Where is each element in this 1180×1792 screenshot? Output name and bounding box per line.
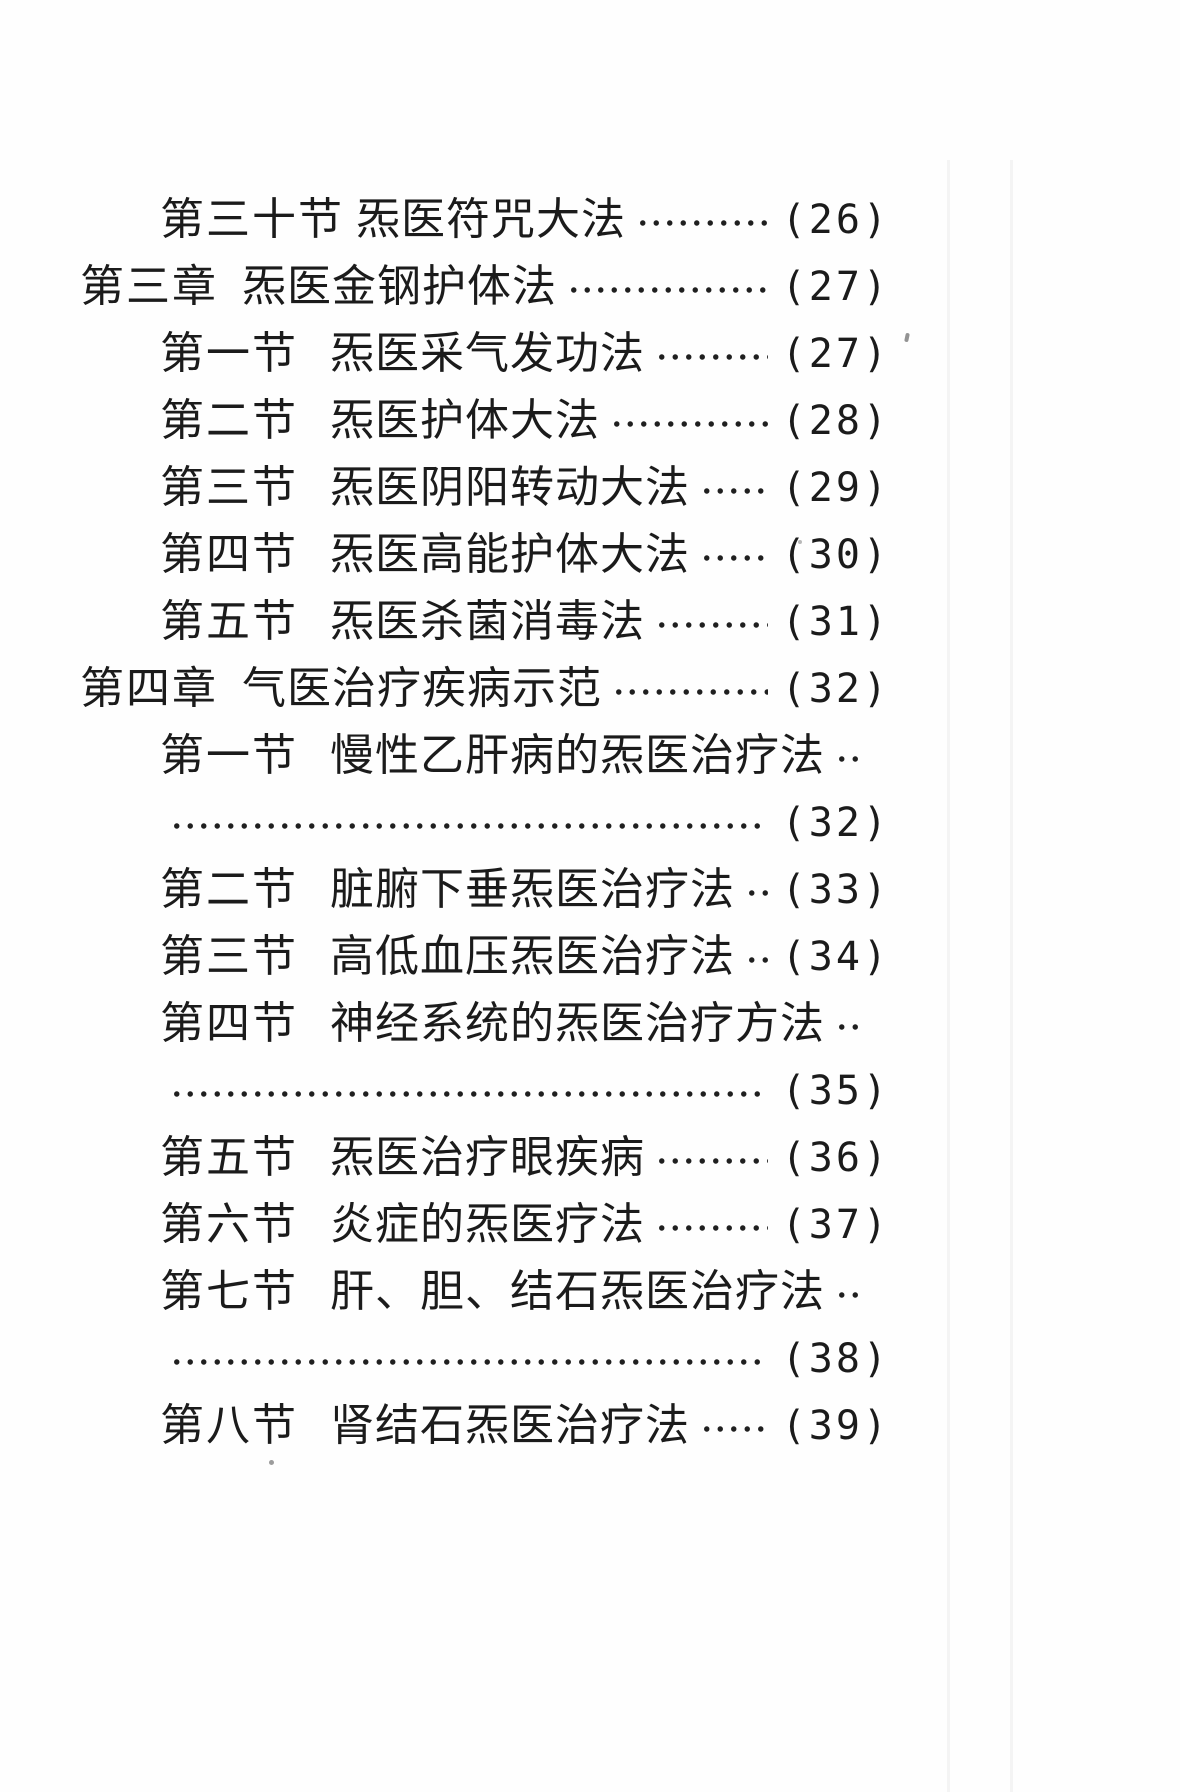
scan-speck: [904, 332, 910, 343]
toc-page-number: (37): [781, 1201, 890, 1248]
toc-entry-label: 第四节: [160, 529, 298, 579]
toc-entry-label: 第八节: [160, 1400, 298, 1450]
toc-page-number: (34): [781, 933, 890, 980]
toc-entry-label: 第三十节: [160, 194, 344, 244]
toc-entry-title: 炁医采气发功法: [330, 328, 645, 378]
toc-page-number: (31): [781, 598, 890, 645]
table-of-contents: 第三十节炁医符咒大法(26)第三章炁医金钢护体法(27)第一节炁医采气发功法(2…: [0, 186, 890, 1459]
toc-page-number: (32): [781, 799, 890, 846]
toc-row-section: 第二节炁医护体大法 (28): [0, 387, 890, 454]
toc-row-section: 第七节肝、胆、结石炁医治疗法: [0, 1258, 890, 1325]
dot-leader: [698, 454, 768, 521]
dot-leader: [653, 1191, 768, 1258]
toc-page-number: (33): [781, 866, 890, 913]
toc-entry-title: 慢性乙肝病的炁医治疗法: [330, 730, 825, 780]
toc-row-continuation: (32): [0, 789, 890, 856]
toc-entry-title: 高低血压炁医治疗法: [330, 931, 735, 981]
dot-leader: [565, 253, 768, 320]
toc-page-number: (29): [781, 464, 890, 511]
toc-row-continuation: (38): [0, 1325, 890, 1392]
toc-entry-title: 炁医治疗眼疾病: [330, 1132, 645, 1182]
toc-entry-title: 炁医金钢护体法: [242, 261, 557, 311]
toc-entry-label: 第四章: [80, 663, 218, 713]
toc-entry-label: 第二节: [160, 395, 298, 445]
toc-row-chapter: 第三章炁医金钢护体法 (27): [0, 253, 890, 320]
dot-leader: [833, 722, 864, 789]
toc-row-continuation: (35): [0, 1057, 890, 1124]
scan-speck: [798, 540, 802, 544]
dot-leader: [698, 521, 768, 588]
toc-entry-label: 第三章: [80, 261, 218, 311]
scan-speck: [269, 1460, 274, 1465]
dot-leader: [743, 923, 768, 990]
toc-page-number: (26): [781, 196, 890, 243]
toc-page-number: (39): [781, 1402, 890, 1449]
scan-streak: [1010, 160, 1013, 1792]
dot-leader: [610, 655, 768, 722]
toc-entry-title: 炁医符咒大法: [356, 194, 626, 244]
toc-entry-label: 第七节: [160, 1266, 298, 1316]
toc-page-number: (27): [781, 330, 890, 377]
toc-page-number: (32): [781, 665, 890, 712]
toc-entry-title: 炁医护体大法: [330, 395, 600, 445]
toc-page-number: (27): [781, 263, 890, 310]
toc-entry-title: 炁医高能护体大法: [330, 529, 690, 579]
toc-entry-title: 肾结石炁医治疗法: [330, 1400, 690, 1450]
toc-row-section: 第一节炁医采气发功法 (27): [0, 320, 890, 387]
toc-row-section: 第五节炁医杀菌消毒法 (31): [0, 588, 890, 655]
toc-row-section: 第四节神经系统的炁医治疗方法: [0, 990, 890, 1057]
toc-entry-label: 第五节: [160, 596, 298, 646]
toc-entry-title: 炁医杀菌消毒法: [330, 596, 645, 646]
toc-row-section: 第四节炁医高能护体大法 (30): [0, 521, 890, 588]
dot-leader: [653, 1124, 768, 1191]
toc-entry-title: 气医治疗疾病示范: [242, 663, 602, 713]
toc-page-number: (28): [781, 397, 890, 444]
toc-entry-label: 第三节: [160, 462, 298, 512]
dot-leader: [743, 856, 768, 923]
toc-entry-label: 第三节: [160, 931, 298, 981]
dot-leader: [168, 789, 768, 856]
dot-leader: [634, 186, 768, 253]
toc-row-section: 第一节慢性乙肝病的炁医治疗法: [0, 722, 890, 789]
toc-entry-label: 第一节: [160, 730, 298, 780]
toc-row-section: 第三十节炁医符咒大法 (26): [0, 186, 890, 253]
toc-row-section: 第三节炁医阴阳转动大法 (29): [0, 454, 890, 521]
toc-row-section: 第二节脏腑下垂炁医治疗法 (33): [0, 856, 890, 923]
toc-entry-title: 脏腑下垂炁医治疗法: [330, 864, 735, 914]
dot-leader: [608, 387, 768, 454]
dot-leader: [168, 1325, 768, 1392]
toc-row-chapter: 第四章气医治疗疾病示范 (32): [0, 655, 890, 722]
dot-leader: [833, 990, 864, 1057]
toc-entry-title: 炁医阴阳转动大法: [330, 462, 690, 512]
dot-leader: [698, 1392, 768, 1459]
toc-entry-label: 第五节: [160, 1132, 298, 1182]
toc-entry-label: 第六节: [160, 1199, 298, 1249]
toc-entry-title: 炎症的炁医疗法: [330, 1199, 645, 1249]
toc-row-section: 第八节肾结石炁医治疗法 (39): [0, 1392, 890, 1459]
toc-row-section: 第六节炎症的炁医疗法 (37): [0, 1191, 890, 1258]
toc-page-number: (36): [781, 1134, 890, 1181]
toc-page-number: (35): [781, 1067, 890, 1114]
toc-page-number: (30): [781, 531, 890, 578]
toc-entry-title: 神经系统的炁医治疗方法: [330, 998, 825, 1048]
toc-entry-title: 肝、胆、结石炁医治疗法: [330, 1266, 825, 1316]
toc-row-section: 第三节高低血压炁医治疗法 (34): [0, 923, 890, 990]
dot-leader: [833, 1258, 864, 1325]
toc-row-section: 第五节炁医治疗眼疾病 (36): [0, 1124, 890, 1191]
dot-leader: [168, 1057, 768, 1124]
dot-leader: [653, 320, 768, 387]
toc-entry-label: 第一节: [160, 328, 298, 378]
toc-page-number: (38): [781, 1335, 890, 1382]
scan-streak: [947, 160, 950, 1792]
toc-entry-label: 第四节: [160, 998, 298, 1048]
dot-leader: [653, 588, 768, 655]
toc-entry-label: 第二节: [160, 864, 298, 914]
